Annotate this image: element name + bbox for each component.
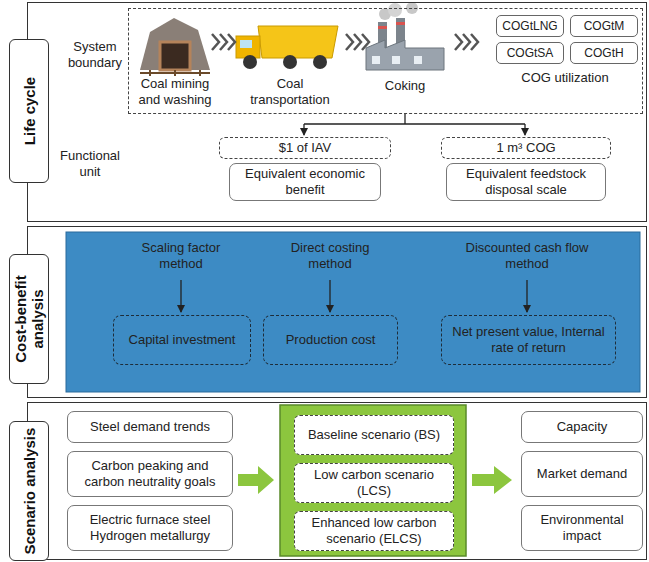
factory-icon (366, 2, 444, 70)
process-box: Net present value, Internal rate of retu… (441, 315, 616, 365)
box-label: Steel demand trends (90, 419, 210, 435)
box-label: Baseline scenario (BS) (308, 427, 440, 443)
box-label: Carbon peaking and carbon neutrality goa… (73, 458, 227, 489)
box-label: Environmental impact (527, 512, 637, 543)
box-label: Equivalent feedstock disposal scale (452, 166, 600, 197)
box-label: COGtLNG (502, 19, 557, 33)
panel: Scenario analysisSteel demand trendsCarb… (27, 402, 647, 560)
box-label: Enhanced low carbon scenario (ELCS) (300, 515, 448, 546)
panel-heading: Life cycle (9, 39, 49, 183)
box-label: Low carbon scenario (LCS) (300, 467, 448, 498)
caption-label: Coking (365, 78, 445, 94)
box-label: Equivalent economic benefit (235, 166, 375, 197)
process-box: Equivalent economic benefit (229, 163, 381, 201)
box-label: System boundary (65, 39, 125, 70)
process-box: Equivalent feedstock disposal scale (446, 163, 606, 201)
caption-label: Scaling factor method (119, 240, 243, 271)
caption-label: COG utilization (500, 70, 630, 86)
process-box: Steel demand trends (67, 411, 233, 443)
process-box: Enhanced low carbon scenario (ELCS) (294, 511, 454, 551)
process-box: Capital investment (113, 315, 251, 365)
box-label: Market demand (537, 466, 627, 482)
box-label: Capacity (557, 419, 608, 435)
process-box: Production cost (263, 315, 398, 365)
box-label: Net present value, Internal rate of retu… (447, 324, 610, 355)
green-band (280, 405, 466, 556)
caption-label: Coal transportation (244, 76, 336, 107)
process-box: COGtLNG (496, 15, 564, 37)
box-label: COGtSA (507, 46, 554, 60)
process-box: Environmental impact (521, 505, 643, 551)
panel: Life cycleSystem boundaryCOGtLNGCOGtMCOG… (27, 2, 647, 222)
process-box: Baseline scenario (BS) (294, 415, 454, 455)
box-label: Production cost (286, 332, 376, 348)
method-arrows (181, 280, 527, 312)
box-label: $1 of IAV (279, 140, 332, 156)
panel-heading: Cost-benefit analysis (9, 254, 49, 384)
panel-heading: Scenario analysis (9, 421, 49, 561)
process-box: COGtM (570, 15, 638, 37)
bracket-arrows (304, 113, 525, 135)
mine-icon (140, 18, 210, 76)
process-box: 1 m³ COG (441, 137, 611, 159)
process-box: Electric furnace steel Hydrogen metallur… (67, 505, 233, 551)
process-box: Carbon peaking and carbon neutrality goa… (67, 451, 233, 497)
box-label: COGtH (584, 46, 623, 60)
box-label: COGtM (584, 19, 625, 33)
process-box: Capacity (521, 411, 643, 443)
box-label: 1 m³ COG (496, 140, 555, 156)
caption-label: Discounted cash flow method (452, 240, 602, 271)
process-box: COGtH (570, 42, 638, 64)
caption-label: Direct costing method (268, 240, 392, 271)
caption-label: Coal mining and washing (129, 76, 221, 107)
box-label: Capital investment (129, 332, 236, 348)
caption-label: Functional unit (57, 148, 123, 179)
flow-chevrons (212, 34, 478, 50)
process-box: COGtSA (496, 42, 564, 64)
box-label: Electric furnace steel Hydrogen metallur… (73, 512, 227, 543)
truck-icon (236, 26, 338, 69)
blue-band (66, 232, 640, 392)
process-box: $1 of IAV (219, 137, 391, 159)
process-box: Market demand (521, 451, 643, 497)
process-box: Low carbon scenario (LCS) (294, 463, 454, 503)
